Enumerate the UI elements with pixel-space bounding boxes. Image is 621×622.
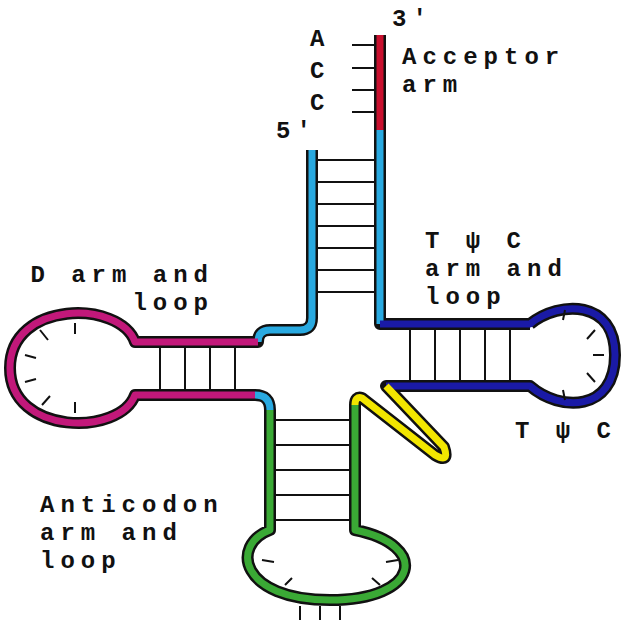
part-label: 5'	[276, 118, 317, 146]
part-label: A	[310, 26, 330, 54]
part-label: Anticodon arm and loop	[40, 492, 240, 576]
part-label: T ψ C arm and loop	[425, 228, 575, 312]
part-label: Acceptor arm	[402, 44, 592, 100]
part-label: 3'	[392, 6, 433, 34]
part-label: C	[310, 58, 330, 86]
part-label: D arm and loop	[10, 262, 214, 318]
part-label: C	[310, 90, 330, 118]
part-label: T ψ C	[515, 418, 617, 446]
